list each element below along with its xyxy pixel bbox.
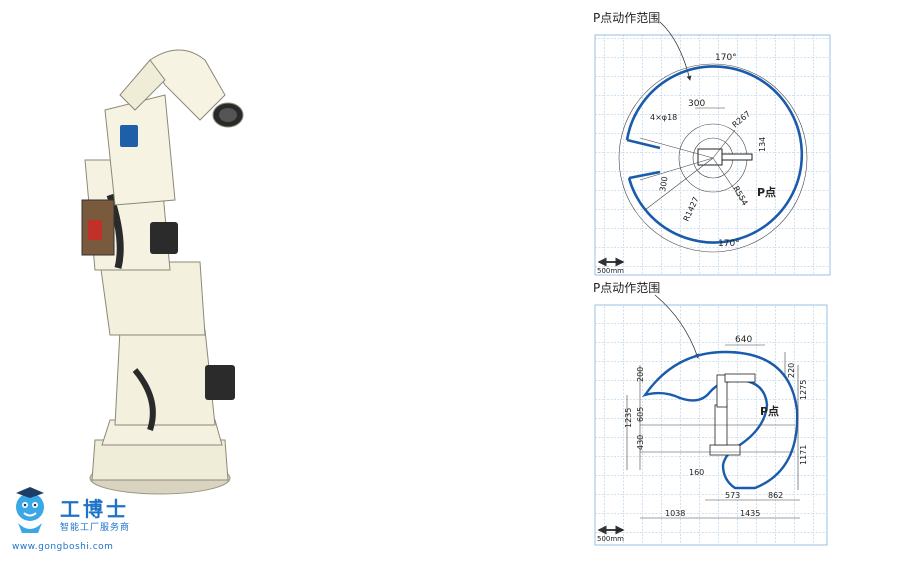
robot-image: FD-B6L — [0, 0, 300, 565]
top-scale: 500mm — [597, 267, 624, 275]
bottom-diagram-title: P点动作范围 — [593, 281, 660, 295]
top-p-point: P点 — [757, 185, 776, 199]
bottom-dim-1038: 1038 — [665, 509, 685, 518]
bottom-dim-640: 640 — [735, 335, 752, 345]
top-dim-300-v: 300 — [658, 176, 670, 193]
working-range-diagrams: P点动作范围 170° 170° 300 4×φ18 R267 134 300 … — [585, 0, 900, 565]
top-holes: 4×φ18 — [650, 113, 677, 122]
bottom-dim-430: 430 — [636, 435, 645, 450]
logo-subtitle: 智能工厂服务商 — [60, 523, 131, 533]
logo-url: www.gongboshi.com — [12, 542, 114, 552]
bottom-dim-160: 160 — [689, 468, 704, 477]
bottom-dim-1435: 1435 — [740, 509, 760, 518]
logo-title: 工博士 — [60, 497, 129, 521]
bottom-dim-1235: 1235 — [624, 408, 633, 428]
bottom-dim-200: 200 — [636, 367, 645, 382]
top-angle-top: 170° — [715, 53, 737, 63]
bottom-dim-1275: 1275 — [799, 380, 808, 400]
bottom-dim-1171: 1171 — [799, 445, 808, 465]
top-dim-134: 134 — [758, 137, 767, 152]
bottom-dim-220: 220 — [787, 363, 796, 378]
company-logo — [8, 485, 148, 555]
top-envelope-arc — [625, 65, 804, 244]
top-angle-bottom: 170° — [718, 239, 740, 249]
top-diagram-title: P点动作范围 — [593, 11, 660, 25]
bottom-dim-605: 605 — [636, 407, 645, 422]
top-dim-300-h: 300 — [688, 99, 705, 109]
bottom-dim-862: 862 — [768, 491, 783, 500]
bottom-dim-573: 573 — [725, 491, 740, 500]
bottom-scale: 500mm — [597, 535, 624, 543]
bottom-p-point: P点 — [760, 404, 779, 418]
